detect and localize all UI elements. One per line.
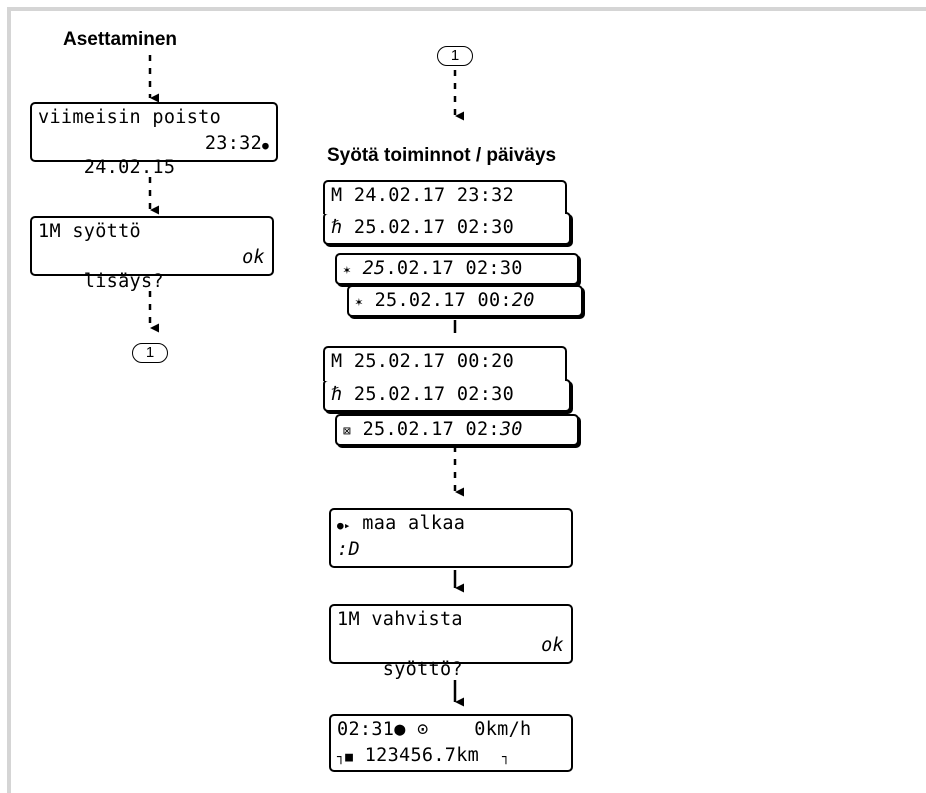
break-icon: ✶	[343, 263, 352, 278]
stack2-card-c: ⊠ 25.02.17 02:30	[335, 414, 579, 446]
stack1-card-d: ✶ 25.02.17 00:20	[347, 285, 583, 317]
stack1-line-c: ✶ 25.02.17 02:30	[343, 258, 523, 279]
removal-time: 23:32	[204, 133, 263, 154]
stack2-line-b: ℏ 25.02.17 02:30	[331, 384, 515, 405]
display-standard: 02:31● ⊙ 0km/h ┐■ 123456.7km ┐	[329, 714, 573, 772]
country-start-icon: ●▸	[337, 519, 351, 532]
ok-label: ok	[541, 635, 564, 656]
display-line-2: syöttö? ok	[337, 634, 564, 680]
ok-label: ok	[242, 247, 265, 268]
heading-asettaminen: Asettaminen	[63, 29, 178, 50]
stack1-card-a: M 24.02.17 23:32	[323, 180, 567, 214]
prompt-text: lisäys?	[83, 271, 164, 292]
frame-border-top	[7, 7, 926, 11]
stack1-line-d: ✶ 25.02.17 00:20	[355, 290, 535, 311]
display-line-1: 1M vahvista	[337, 609, 463, 630]
stack1-card-b: ℏ 25.02.17 02:30	[323, 212, 571, 245]
display-line-1: 02:31● ⊙ 0km/h	[337, 719, 532, 740]
display-add-entry: 1M syöttö lisäys? ok	[30, 216, 274, 292]
stack1-line-a: M 24.02.17 23:32	[331, 185, 515, 206]
display-line-1: viimeisin poisto	[38, 107, 222, 128]
display-line-2: ┐■ 123456.7km ┐	[337, 745, 511, 766]
break-icon: ✶	[355, 295, 364, 310]
prompt-text: syöttö?	[382, 659, 463, 680]
ref-marker-1-left: 1	[132, 343, 168, 363]
display-line-2: 24.02.15 23:32●	[38, 132, 269, 178]
heading-enter-activities: Syötä toiminnot / päiväys	[327, 145, 557, 166]
display-country-start: ●▸ maa alkaa :D	[329, 508, 573, 568]
rest-icon: ℏ	[331, 217, 343, 238]
stack2-card-b: ℏ 25.02.17 02:30	[323, 379, 571, 412]
stack2-card-a: M 25.02.17 00:20	[323, 346, 567, 381]
stack2-line-c: ⊠ 25.02.17 02:30	[343, 419, 523, 440]
stack1-line-b: ℏ 25.02.17 02:30	[331, 217, 515, 238]
stack2-line-a: M 25.02.17 00:20	[331, 351, 515, 372]
ignition-dot-icon: ●	[262, 139, 269, 152]
availability-icon: ⊠	[343, 424, 352, 439]
driver2-icon: ┐	[501, 750, 511, 765]
display-last-removal: viimeisin poisto 24.02.15 23:32●	[30, 102, 278, 178]
ref-marker-1-right: 1	[437, 46, 473, 66]
frame-border-left	[7, 7, 11, 793]
display-line-1: 1M syöttö	[38, 221, 141, 242]
stack1-card-c: ✶ 25.02.17 02:30	[335, 253, 579, 285]
card-driver-icon: ┐■	[337, 750, 354, 765]
display-confirm-entry: 1M vahvista syöttö? ok	[329, 604, 573, 680]
rest-icon: ℏ	[331, 384, 343, 405]
display-line-2: lisäys? ok	[38, 246, 265, 292]
country-code: :D	[337, 539, 360, 560]
removal-date: 24.02.15	[83, 157, 176, 178]
display-line-1: ●▸ maa alkaa	[337, 513, 466, 534]
